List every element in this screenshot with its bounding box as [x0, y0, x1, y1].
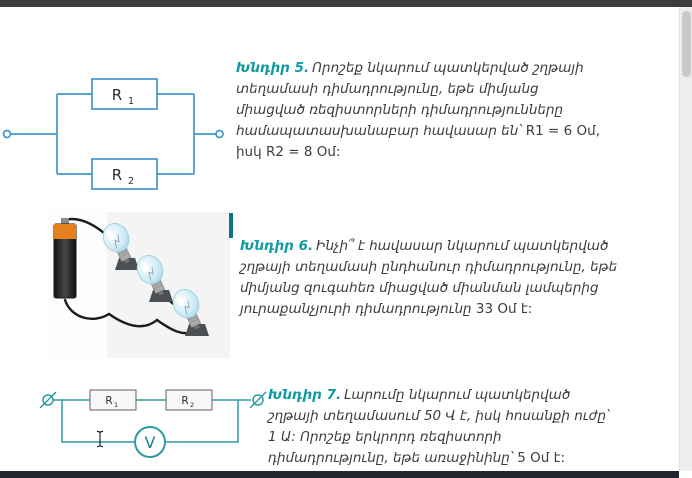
series-resistors-voltmeter-diagram: R 1 R 2 V [39, 389, 267, 458]
light-bulb-1 [102, 223, 132, 264]
problem-5-text: Խնդիր 5.Որոշեք նկարում պատկերված շղթայի … [236, 58, 602, 163]
text-cursor-ibeam [96, 430, 104, 448]
resistor-r1-box [89, 389, 137, 411]
resistor-r1-sub: 1 [114, 401, 118, 409]
voltmeter-label: V [145, 433, 156, 452]
voltmeter-dial [134, 426, 166, 458]
problem-6-formula: 33 Օմ է: [475, 301, 533, 318]
problem-5-body: Որոշեք նկարում պատկերված շղթայի տեղամասի… [236, 60, 584, 140]
circuit-wires [2, 78, 224, 190]
light-bulb-3 [172, 289, 202, 330]
quote-accent-bar [229, 213, 233, 238]
bottom-window-edge [0, 471, 679, 478]
resistor-r1-label: R [105, 395, 112, 407]
problem-6-body: Ինչի՞ է հավասար նկարում պատկերված շղթայի… [240, 238, 618, 318]
problem-7-text: Խնդիր 7.Լարումը նկարում պատկերված շղթայի… [268, 385, 620, 469]
problem-5-label: Խնդիր 5. [236, 60, 310, 76]
resistor-r2-label: R [112, 166, 122, 184]
resistor-r1-box [91, 78, 158, 110]
problem-7-body: Լարումը նկարում պատկերված շղթայի տեղամաս… [268, 387, 610, 467]
resistor-r2-box [165, 389, 213, 411]
circuit-wires [39, 391, 267, 458]
light-bulb-2 [136, 255, 166, 296]
problem-5-formula: R1 = 6 Օմ, իսկ R2 = 8 Օմ: [236, 123, 601, 161]
scrollbar-track[interactable] [679, 7, 692, 471]
bulb-sockets [115, 258, 209, 336]
scrollbar-thumb[interactable] [682, 11, 691, 77]
battery-bulbs-photo [45, 212, 230, 358]
resistor-r1-label: R [112, 86, 122, 104]
left-terminal [2, 129, 12, 139]
battery [53, 218, 77, 299]
resistor-r2-box [91, 158, 158, 190]
right-terminal [215, 129, 224, 139]
resistor-boxes [89, 389, 213, 411]
top-window-edge [0, 0, 692, 7]
problem-6-label: Խնդիր 6. [240, 238, 314, 254]
problem-7-formula: 5 Օմ է: [517, 450, 566, 467]
resistor-r2-label: R [181, 395, 188, 407]
problem-7-label: Խնդիր 7. [268, 387, 342, 403]
problem-6-text: Խնդիր 6.Ինչի՞ է հավասար նկարում պատկերվա… [240, 236, 624, 320]
resistor-r1-sub: 1 [128, 96, 134, 107]
parallel-resistors-diagram: R 1 R 2 [2, 78, 224, 190]
resistor-r2-sub: 2 [190, 401, 194, 409]
resistor-r2-sub: 2 [128, 176, 134, 187]
